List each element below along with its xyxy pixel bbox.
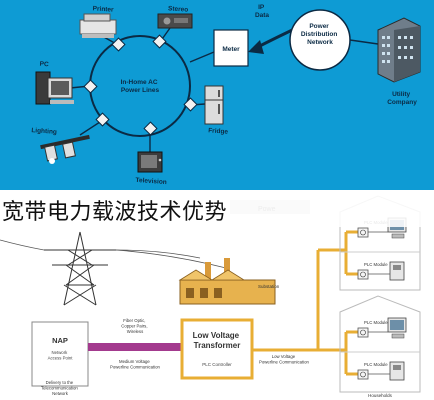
medium-voltage-link — [88, 343, 182, 351]
low-voltage-wiring — [252, 230, 358, 376]
delivery-label: Delivery to the Telecommunication Networ… — [41, 380, 79, 396]
stereo-icon — [157, 13, 193, 29]
plc-module-label: PLC Module — [364, 362, 388, 367]
meter-box — [213, 29, 249, 67]
house-lower — [339, 295, 421, 393]
transformer-box — [180, 318, 254, 380]
fridge-label: Fridge — [208, 127, 229, 135]
printer-label: Printer — [92, 5, 114, 13]
medium-label: Medium Voltage Powerline Communication — [110, 359, 161, 370]
pdn-label: Power Distribution Network — [301, 23, 339, 46]
substation-icon — [178, 258, 276, 305]
ring-nodes — [83, 34, 198, 136]
substation-label: Substation — [258, 284, 280, 289]
utility-label: Utility Company — [387, 91, 417, 106]
printer-icon — [79, 13, 117, 38]
households-label: Households — [368, 393, 393, 398]
meter-label: Meter — [222, 46, 240, 53]
pc-label: PC — [39, 61, 49, 69]
ip-data-label: IP Data — [255, 4, 269, 19]
power-tower-icon — [44, 231, 116, 306]
pdn-arrow-head — [248, 40, 264, 54]
meter-link — [189, 51, 215, 63]
lighting-label: Lighting — [31, 127, 57, 136]
plc-module-label: PLC Module — [364, 320, 388, 325]
utility-building-icon — [377, 17, 421, 83]
plc-module-3 — [357, 327, 369, 338]
pc-icon — [35, 71, 74, 105]
low-comm-label: Low Voltage Powerline Communication — [259, 354, 310, 365]
phone-icon — [389, 361, 405, 381]
plc-module-4 — [357, 369, 369, 380]
plc-controller-label: PLC Controller — [202, 362, 232, 367]
fiber-label: Fiber Optic, Copper Pairs, Wireless — [121, 318, 148, 334]
stereo-label: Stereo — [168, 5, 189, 13]
nap-sub: Network Access Point — [48, 350, 74, 361]
television-icon — [137, 151, 163, 173]
utility-link — [349, 39, 379, 45]
ltv-label: Low Voltage Transformer — [193, 331, 242, 350]
phone-icon — [389, 261, 405, 281]
fridge-icon — [204, 85, 224, 125]
plc-module-label: PLC Module — [364, 262, 388, 267]
lighting-icon — [40, 134, 90, 164]
page-title: 宽带电力载波技术优势 — [2, 200, 228, 225]
nap-box — [31, 321, 89, 387]
ring-label: In-Home AC Power Lines — [121, 79, 160, 94]
television-label: Television — [135, 177, 167, 186]
computer-icon — [387, 317, 407, 339]
nap-title: NAP — [52, 336, 68, 345]
plc-module-1 — [357, 227, 369, 238]
plc-module-2 — [357, 269, 369, 280]
overhead-lines — [0, 239, 227, 269]
title-band — [0, 191, 434, 227]
